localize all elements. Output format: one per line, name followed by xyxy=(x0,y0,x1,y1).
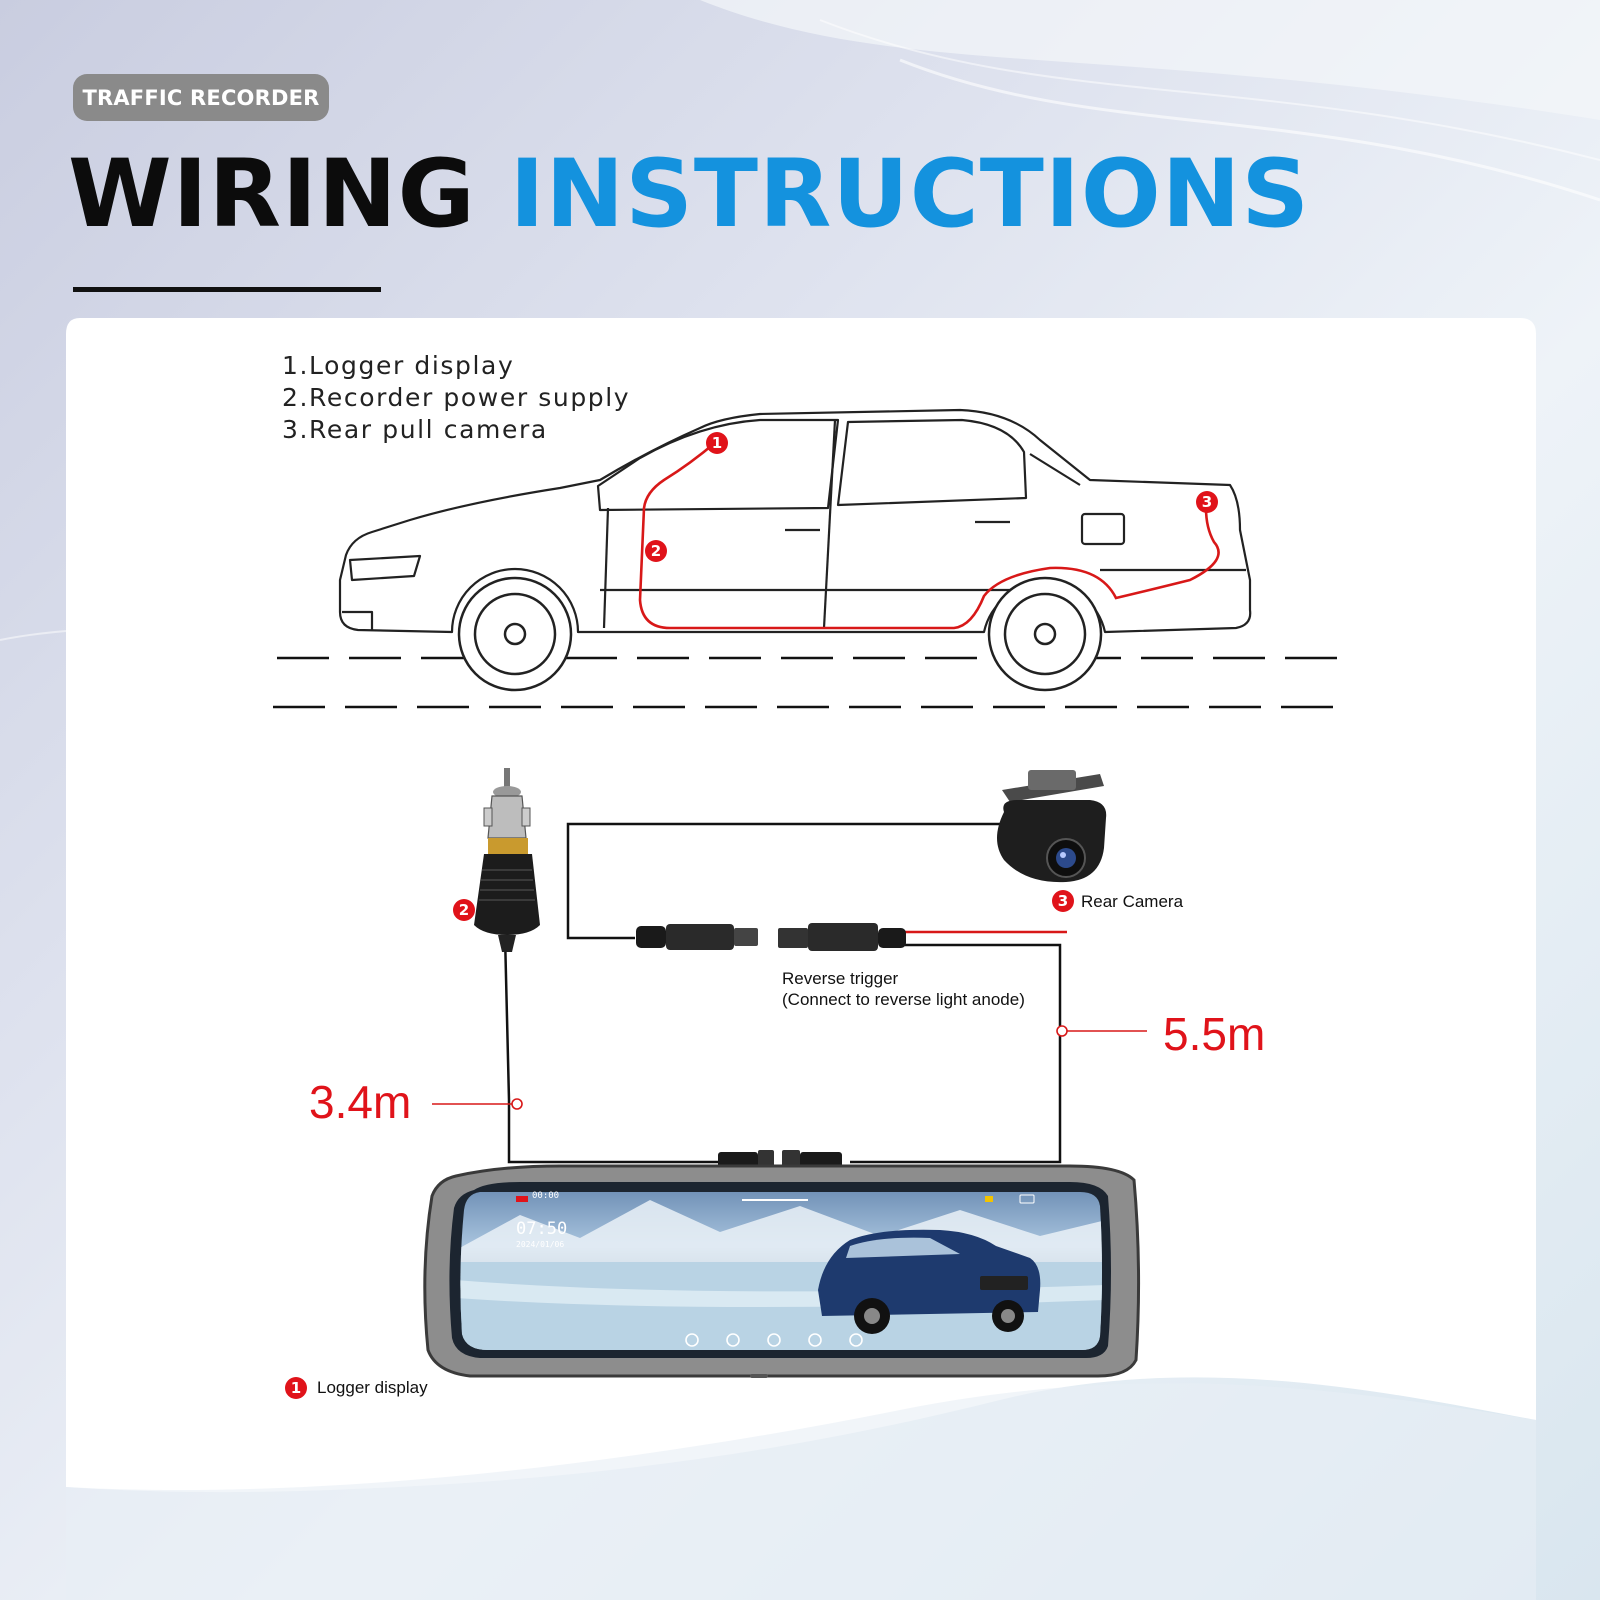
title-underline xyxy=(73,287,381,292)
legend-list: 1.Logger display 2.Recorder power supply… xyxy=(282,350,630,446)
screen-date: 2024/01/06 xyxy=(516,1240,565,1249)
car-marker-2: 2 xyxy=(645,540,667,562)
camera-cable-length: 5.5m xyxy=(1163,1008,1266,1060)
legend-item-power: 2.Recorder power supply xyxy=(282,383,631,412)
rear-camera xyxy=(997,770,1107,883)
legend-item-logger: 1.Logger display xyxy=(282,351,515,380)
reverse-trigger-title: Reverse trigger xyxy=(782,969,899,988)
extension-connector-male xyxy=(636,924,758,950)
car-outline xyxy=(338,408,1252,634)
page-title: WIRING INSTRUCTIONS xyxy=(68,148,1310,242)
screen-status-time: 00:00 xyxy=(532,1191,560,1201)
car-power-plug xyxy=(474,768,540,952)
car-wheels xyxy=(457,576,1103,692)
rear-camera-label: Rear Camera xyxy=(1081,892,1184,911)
category-badge: TRAFFIC RECORDER xyxy=(73,74,329,121)
logger-marker: 1 xyxy=(285,1377,307,1399)
screen-clock: 07:50 xyxy=(516,1219,568,1239)
road-lines xyxy=(273,656,1345,709)
mirror-screen xyxy=(460,1192,1102,1350)
logger-label: Logger display xyxy=(317,1378,428,1397)
rear-camera-marker: 3 xyxy=(1052,890,1074,912)
title-word-instructions: INSTRUCTIONS xyxy=(509,140,1311,249)
power-cable-length: 3.4m xyxy=(309,1076,412,1128)
title-word-wiring: WIRING xyxy=(68,140,476,249)
car-wiring-route xyxy=(638,441,1220,630)
extension-connector-female xyxy=(778,923,906,951)
car-marker-1: 1 xyxy=(706,432,728,454)
power-supply-marker: 2 xyxy=(453,899,475,921)
legend-item-camera: 3.Rear pull camera xyxy=(282,415,548,444)
car-marker-3: 3 xyxy=(1196,491,1218,513)
reverse-trigger-note: (Connect to reverse light anode) xyxy=(782,990,1025,1009)
